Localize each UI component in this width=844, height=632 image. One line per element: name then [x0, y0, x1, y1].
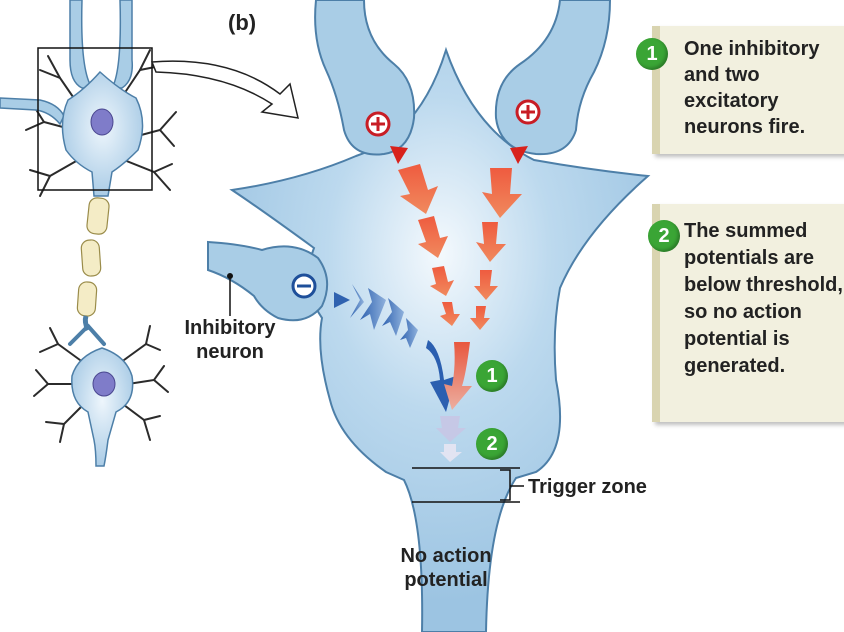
- summed-signal-arrow: [426, 340, 472, 462]
- minus-sign-icon: [291, 273, 317, 299]
- zoom-box: [37, 47, 153, 191]
- release-marker: [334, 292, 350, 308]
- excitatory-signal-arrows-right: [470, 168, 522, 330]
- no-action-potential-label: No action potential: [400, 545, 492, 591]
- inhibitory-leader-line: [227, 273, 233, 316]
- release-marker: [390, 146, 408, 164]
- overview-neuron: [0, 0, 177, 467]
- excitatory-terminal-left: [314, 0, 416, 156]
- inhibitory-neuron-label: Inhibitory neuron: [184, 317, 276, 363]
- inhibitory-signal-arrows: [350, 284, 418, 348]
- release-marker: [510, 146, 528, 164]
- trigger-zone-marker: [412, 467, 524, 503]
- plus-sign-icon: [515, 99, 541, 125]
- curved-arrow-icon: [150, 60, 299, 119]
- note-step-1-badge: 1: [636, 38, 668, 70]
- step-badge-1: 1: [476, 360, 508, 392]
- note-step-1-text: One inhibitory and two excitatory neuron…: [684, 38, 820, 138]
- trigger-zone-label: Trigger zone: [528, 476, 647, 498]
- note-step-1: One inhibitory and two excitatory neuron…: [652, 26, 844, 154]
- excitatory-signal-arrows-left: [398, 164, 460, 326]
- note-step-2-badge: 2: [648, 220, 680, 252]
- note-step-2: The summed potentials are below threshol…: [652, 204, 844, 422]
- inhibitory-terminal: [207, 240, 329, 322]
- excitatory-terminal-right: [494, 0, 612, 156]
- step-badge-2: 2: [476, 428, 508, 460]
- note-step-2-text: The summed potentials are below threshol…: [684, 220, 843, 377]
- plus-sign-icon: [365, 111, 391, 137]
- panel-label: (b): [228, 10, 257, 35]
